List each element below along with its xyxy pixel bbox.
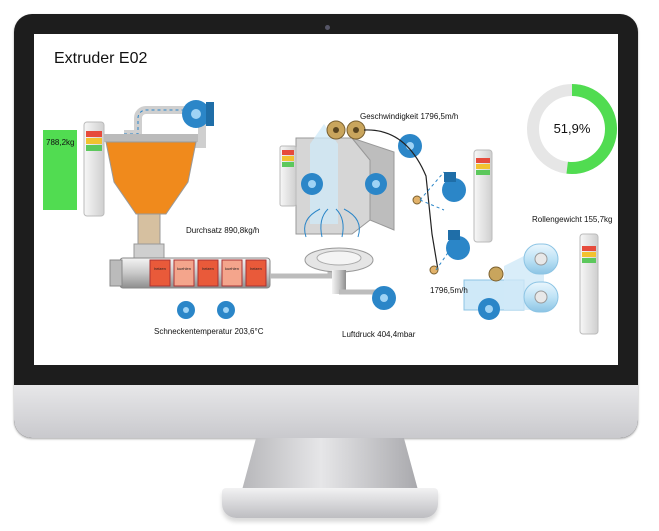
hmi-screen: heizen kuehlen heizen kuehlen heizen xyxy=(34,34,618,365)
percent-donut xyxy=(527,84,617,174)
monitor-stand-neck xyxy=(242,438,418,490)
signal-tower-right-1 xyxy=(473,149,493,243)
throughput-label: Durchsatz 890,8kg/h xyxy=(186,226,260,235)
roll-weight-label: Rollengewicht 155,7kg xyxy=(532,215,613,224)
signal-tower-right-2 xyxy=(579,233,599,335)
monitor-stand-base xyxy=(222,488,438,518)
page-title: Extruder E02 xyxy=(54,50,148,67)
signal-tower-middle xyxy=(279,145,297,207)
monitor-chin xyxy=(14,385,638,438)
air-pressure-label: Luftdruck 404,4mbar xyxy=(342,330,416,339)
barrel-blower-icons xyxy=(177,301,235,319)
extruder-zone-label: heizen xyxy=(154,266,166,271)
winder xyxy=(463,243,559,320)
tank-weight-value: 788,2kg xyxy=(46,138,75,147)
webcam xyxy=(325,25,330,30)
extruder-zone xyxy=(173,259,195,287)
speed-bottom-label: 1796,5m/h xyxy=(430,286,468,295)
extruder-zone xyxy=(245,259,267,287)
extruder-zone xyxy=(149,259,171,287)
nip-rollers xyxy=(326,120,439,271)
tower-blower-icons xyxy=(301,134,422,310)
tank-level-bar xyxy=(43,130,77,210)
extruder-zone xyxy=(221,259,243,287)
hopper-blower-icon xyxy=(182,100,214,128)
signal-tower-left xyxy=(83,121,105,217)
extruder-zone-label: kuehlen xyxy=(177,266,191,271)
treater-blower-icons xyxy=(442,172,470,260)
blown-film-tower xyxy=(295,124,395,295)
extruder-zone-label: kuehlen xyxy=(225,266,239,271)
screw-temp-label: Schneckentemperatur 203,6°C xyxy=(154,327,264,336)
hopper xyxy=(104,106,206,259)
process-diagram: heizen kuehlen heizen kuehlen heizen xyxy=(83,84,617,335)
guide-rollers xyxy=(412,171,455,275)
speed-top-label: Geschwindigkeit 1796,5m/h xyxy=(360,112,459,121)
extruder-zones: heizen kuehlen heizen kuehlen heizen xyxy=(149,259,267,287)
extruder-zone xyxy=(197,259,219,287)
extruder-zone-label: heizen xyxy=(250,266,262,271)
percent-value: 51,9% xyxy=(553,121,591,136)
extruder-zone-label: heizen xyxy=(202,266,214,271)
